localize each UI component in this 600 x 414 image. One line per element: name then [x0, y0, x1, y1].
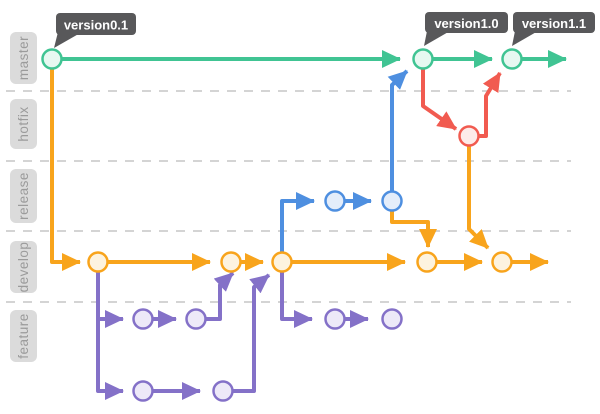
feature-commit-node: [324, 308, 346, 330]
master-commit-node: [41, 48, 63, 70]
version-tag-text: version1.1: [522, 16, 586, 31]
develop-commit-node: [220, 251, 242, 273]
feature-commit-node: [212, 380, 234, 402]
feature-commit-node: [132, 380, 154, 402]
release-commit-node: [324, 190, 346, 212]
develop-branch-line: [467, 136, 490, 250]
develop-branch-line: [50, 59, 81, 271]
version-tag-pointer: [512, 31, 538, 46]
master-commit-node: [501, 48, 523, 70]
lane-label-text: master: [16, 36, 31, 80]
lane-label-text: develop: [16, 242, 31, 293]
feature-branch-line: [96, 262, 124, 400]
lane-label-hotfix: hotfix: [10, 99, 37, 149]
feature-commit-node: [185, 308, 207, 330]
develop-commit-node: [491, 251, 513, 273]
lane-label-develop: develop: [10, 241, 37, 293]
lane-label-text: feature: [16, 313, 31, 359]
master-commit-node: [412, 48, 434, 70]
version-tag: version1.0: [424, 12, 508, 46]
lane-label-feature: feature: [10, 310, 37, 362]
develop-commit-node: [271, 251, 293, 273]
hotfix-branch-line: [421, 59, 458, 131]
develop-commit-node: [87, 251, 109, 273]
release-branch-line: [387, 69, 409, 201]
version-tag-pointer: [424, 31, 450, 46]
version-tag-text: version1.0: [434, 16, 498, 31]
lane-label-master: master: [10, 32, 37, 84]
hotfix-commit-node: [458, 125, 480, 147]
lane-label-release: release: [10, 169, 37, 223]
lane-label-text: release: [16, 172, 31, 220]
version-tag: version0.1: [54, 13, 136, 48]
develop-commit-node: [416, 251, 438, 273]
feature-branch-line: [196, 271, 235, 321]
feature-branch-line: [280, 262, 313, 328]
version-tag-text: version0.1: [64, 18, 128, 33]
feature-branch-line: [223, 273, 271, 393]
feature-commit-node: [381, 308, 403, 330]
release-branch-line: [280, 192, 315, 262]
version-tag: version1.1: [512, 12, 595, 46]
feature-commit-node: [132, 308, 154, 330]
release-commit-node: [381, 190, 403, 212]
lane-label-text: hotfix: [16, 106, 31, 141]
version-tag-pointer: [54, 32, 82, 48]
